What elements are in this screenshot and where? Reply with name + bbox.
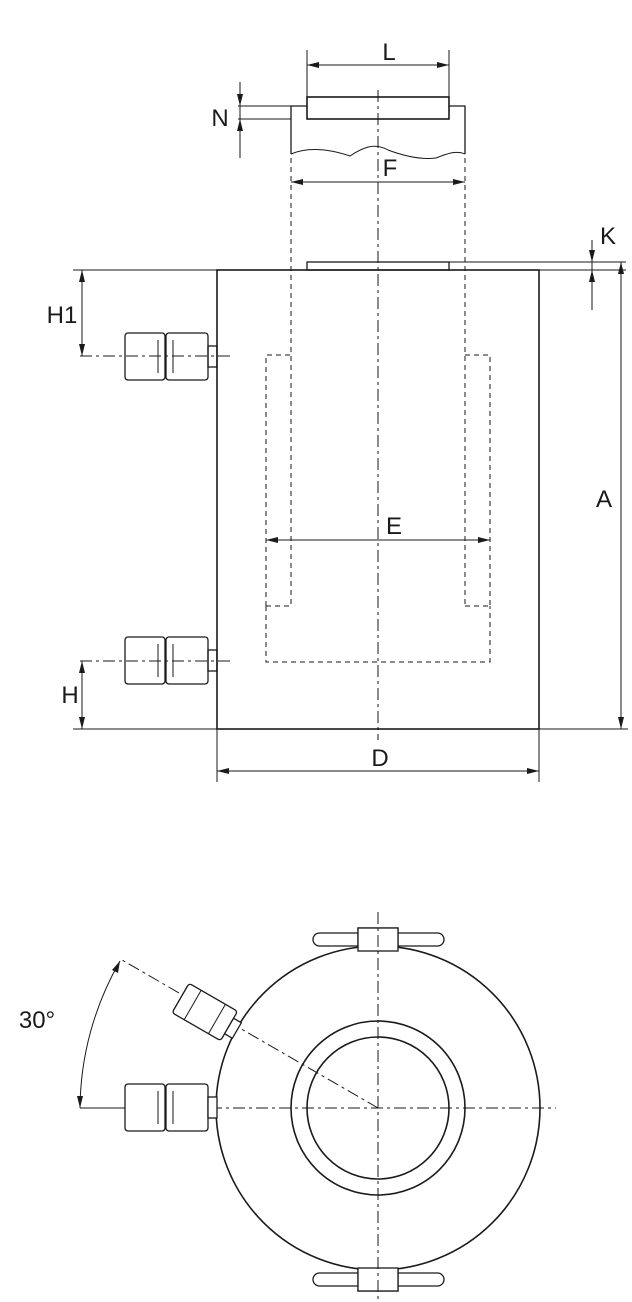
side-port-fitting <box>80 1083 218 1132</box>
dimension-L: L <box>306 39 450 97</box>
angle-reference-line <box>121 959 379 1109</box>
label-angle: 30° <box>19 1007 55 1034</box>
dimension-H: H <box>61 661 217 730</box>
fitting-nipple <box>207 649 218 672</box>
label-A: A <box>596 486 612 513</box>
internal-bore-hidden <box>265 354 491 663</box>
label-E: E <box>386 513 402 540</box>
plunger-right-edge <box>449 105 466 154</box>
dimension-N: N <box>211 82 307 158</box>
saddle <box>306 96 450 120</box>
top-view: 30° <box>19 912 556 1300</box>
break-line <box>290 145 466 159</box>
plunger-top-face <box>306 261 450 271</box>
dimension-F: F <box>291 155 465 185</box>
label-F: F <box>383 155 398 182</box>
fitting-nipple <box>207 345 218 368</box>
side-view: L N F K <box>47 39 628 782</box>
dimension-D: D <box>216 729 540 782</box>
dimension-H1: H1 <box>47 269 217 356</box>
inclined-port-fitting <box>172 983 243 1041</box>
label-K: K <box>600 223 616 250</box>
label-H: H <box>61 682 78 709</box>
label-L: L <box>382 39 395 66</box>
label-H1: H1 <box>47 302 78 329</box>
dimension-K: K <box>449 223 626 310</box>
dimension-A: A <box>539 262 628 730</box>
dimension-E: E <box>266 513 490 543</box>
label-D: D <box>371 745 388 772</box>
upper-port-fitting <box>80 332 230 381</box>
plunger-left-edge <box>290 105 307 154</box>
dimension-angle: 30° <box>19 960 121 1109</box>
lower-port-fitting <box>80 636 230 685</box>
label-N: N <box>211 105 228 132</box>
